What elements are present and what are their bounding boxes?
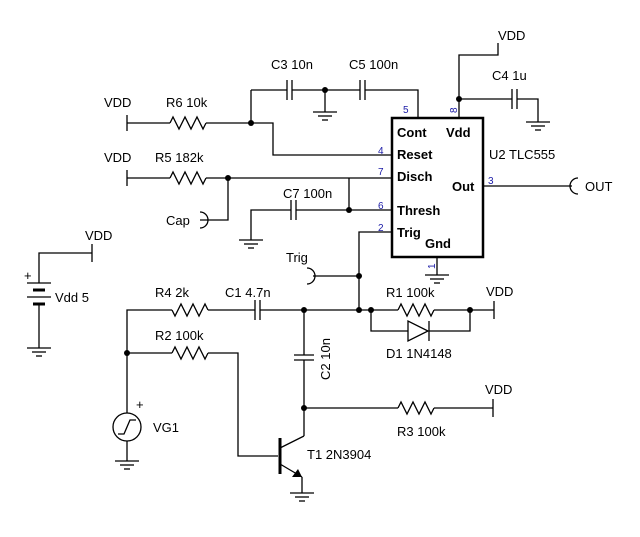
vg1-plus-sign: + — [136, 397, 144, 412]
ic-pin-vdd-label: Vdd — [446, 125, 471, 140]
ic-pin-cont-label: Cont — [397, 125, 427, 140]
t1-label: T1 2N3904 — [307, 447, 371, 462]
ic-body — [390, 116, 485, 259]
c3-label: C3 10n — [271, 57, 313, 72]
diode-d1 — [407, 319, 430, 343]
pin-number-4: 4 — [378, 146, 384, 157]
pin-number-6: 6 — [378, 201, 384, 212]
u2-ref-label: U2 TLC555 — [489, 147, 555, 162]
resistor-r6 — [169, 115, 207, 131]
c2-label: C2 10n — [318, 338, 333, 380]
ic-pin-trig-label: Trig — [397, 225, 421, 240]
junction-dot — [456, 96, 462, 102]
pin-number-2: 2 — [378, 223, 384, 234]
c7-label: C7 100n — [283, 186, 332, 201]
vdd-pin8-network: VDD C4 1u — [456, 28, 550, 131]
vdd-label: VDD — [485, 382, 512, 397]
ic-u2: Cont Vdd Reset Disch Out Thresh Trig Gnd… — [378, 105, 555, 269]
out-net-label: OUT — [585, 179, 613, 194]
pin-number-8: 8 — [449, 107, 460, 113]
ic-pin-reset-label: Reset — [397, 147, 433, 162]
trig-connector — [306, 267, 316, 285]
r3-label: R3 100k — [397, 424, 446, 439]
vdd-label: VDD — [104, 95, 131, 110]
cap-connector — [199, 211, 209, 229]
trigger-network: Trig VDD R1 100k D1 1N4148 — [286, 231, 513, 361]
d1-label: D1 1N4148 — [386, 346, 452, 361]
ic-pin-gnd-label: Gnd — [425, 236, 451, 251]
ic-pin-thresh-label: Thresh — [397, 203, 440, 218]
r4-label: R4 2k — [155, 285, 189, 300]
output-network: OUT — [483, 177, 613, 195]
vg1-label: VG1 — [153, 420, 179, 435]
ic-ground — [425, 257, 449, 284]
vdd-label: VDD — [104, 150, 131, 165]
ic-pin-out-label: Out — [452, 179, 475, 194]
r1-label: R1 100k — [386, 285, 435, 300]
resistor-r1 — [397, 302, 435, 318]
discharge-network: Cap VDD R5 182k C7 100n — [104, 150, 392, 249]
resistor-r3 — [397, 400, 435, 416]
c4-label: C4 1u — [492, 68, 527, 83]
vdd-label: VDD — [486, 284, 513, 299]
pin-number-3: 3 — [488, 176, 494, 187]
cont-network: C3 10n C5 100n — [251, 57, 419, 121]
coupling-network: R4 2k C1 4.7n C2 10n VDD R3 100k — [126, 285, 512, 439]
resistor-r5 — [169, 170, 207, 186]
vdd-label: VDD — [85, 228, 112, 243]
r2-label: R2 100k — [155, 328, 204, 343]
reset-network: VDD R6 10k — [104, 90, 392, 156]
c1-label: C1 4.7n — [225, 285, 271, 300]
driver-network: R2 100k T1 2N3904 + VG1 — [112, 328, 371, 502]
trig-net-label: Trig — [286, 250, 308, 265]
pin-number-7: 7 — [378, 167, 384, 178]
vdd-source-label: Vdd 5 — [55, 290, 89, 305]
out-connector — [569, 177, 579, 195]
c5-label: C5 100n — [349, 57, 398, 72]
ic-pin-disch-label: Disch — [397, 169, 432, 184]
vdd-label: VDD — [498, 28, 525, 43]
battery-plus-sign: + — [24, 268, 32, 283]
r5-label: R5 182k — [155, 150, 204, 165]
r6-label: R6 10k — [166, 95, 208, 110]
emitter-arrow — [292, 469, 302, 477]
resistor-r4 — [171, 302, 209, 318]
battery-vdd: VDD + Vdd 5 — [24, 228, 112, 357]
resistor-r2 — [171, 345, 209, 361]
pin-number-5: 5 — [403, 105, 409, 116]
cap-net-label: Cap — [166, 213, 190, 228]
pin-number-1: 1 — [427, 263, 438, 269]
